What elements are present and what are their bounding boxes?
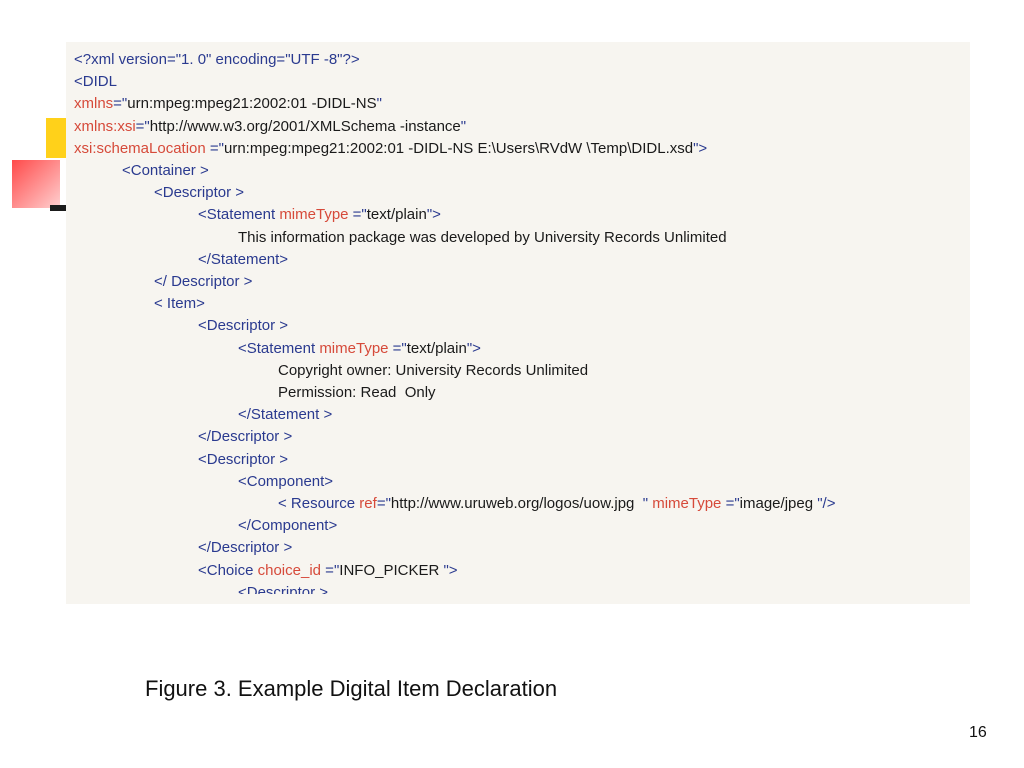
code-token-tag: <Descriptor > [198,450,289,468]
code-token-val: INFO_PICKER [339,561,440,579]
code-line: <Choice choice_id ="INFO_PICKER "> [198,561,458,581]
code-token-tag: "> [426,206,441,224]
decorative-dark-rule [50,205,72,211]
code-token-text: Copyright owner: University Records Unli… [278,361,589,379]
code-token-val: text/plain [366,206,427,224]
code-token-tag: <Descriptor > [198,317,289,335]
code-line: < Resource ref="http://www.uruweb.org/lo… [278,494,835,514]
code-line: <Descriptor > [198,316,288,336]
code-token-tag: " [460,117,467,135]
code-line: </Component> [238,516,337,536]
code-token-val: urn:mpeg:mpeg21:2002:01 -DIDL-NS E:\User… [224,139,694,157]
code-line: This information package was developed b… [238,228,727,248]
code-token-attr: xmlns:xsi [74,117,136,135]
code-line: <Component> [238,472,333,492]
code-token-tag: =" [205,139,224,157]
code-token-tag: =" [135,117,150,135]
code-line: xmlns:xsi="http://www.w3.org/2001/XMLSch… [74,117,466,137]
code-token-tag: </Descriptor > [198,428,293,446]
code-line: xsi:schemaLocation ="urn:mpeg:mpeg21:200… [74,139,707,159]
code-line: <Statement mimeType ="text/plain"> [198,205,441,225]
code-line: </ Descriptor > [154,272,252,292]
code-token-tag: <?xml version="1. 0" encoding="UTF -8"?> [74,51,360,68]
code-token-tag: </ Descriptor > [154,273,253,290]
code-line: </Descriptor > [198,538,292,558]
code-line: <?xml version="1. 0" encoding="UTF -8"?> [74,50,360,70]
code-token-tag: "/> [813,495,836,512]
code-token-tag: </Statement> [198,250,289,268]
code-token-tag: "> [693,139,708,157]
code-panel-bottom-crop [66,594,970,604]
code-token-tag: </Component> [238,517,338,535]
code-token-tag: " [634,495,653,512]
code-token-tag: < Item> [154,295,205,313]
code-line: <Descriptor > [198,450,288,470]
page-number: 16 [969,724,987,741]
code-line: </Statement> [198,250,288,270]
code-line: Copyright owner: University Records Unli… [278,361,588,381]
code-token-tag: =" [721,495,740,512]
code-token-attr: mimeType [652,495,722,512]
code-token-tag: <Choice [198,561,258,579]
code-token-tag: =" [348,206,367,224]
code-line: </Statement > [238,405,332,425]
code-token-tag: "> [439,561,458,579]
code-line: <Container > [122,161,209,181]
code-line: </Descriptor > [198,427,292,447]
code-token-val: http://www.uruweb.org/logos/uow.jpg [390,495,635,512]
code-token-val: urn:mpeg:mpeg21:2002:01 -DIDL-NS [127,95,377,113]
code-token-tag: =" [113,95,128,113]
code-token-text: This information package was developed b… [238,228,727,246]
code-line: <Descriptor > [154,183,244,203]
code-token-attr: mimeType [279,206,349,224]
code-token-attr: mimeType [319,339,389,357]
code-line: xmlns="urn:mpeg:mpeg21:2002:01 -DIDL-NS" [74,94,382,114]
code-token-attr: choice_id [257,561,322,579]
code-line: Permission: Read Only [278,383,436,403]
code-token-tag: " [376,95,382,113]
code-token-tag: </Statement > [238,406,333,424]
code-token-tag: < Resource [278,495,360,512]
code-line: < Item> [154,294,205,314]
code-token-attr: xmlns [74,95,114,113]
xml-code-figure: <?xml version="1. 0" encoding="UTF -8"?>… [66,42,970,604]
code-token-tag: </Descriptor > [198,539,293,557]
code-token-tag: "> [466,339,481,357]
figure-caption: Figure 3. Example Digital Item Declarati… [145,676,558,701]
code-token-tag: <Component> [238,472,334,490]
code-token-tag: <Descriptor > [154,184,245,202]
code-token-attr: ref [359,495,377,512]
code-token-tag: =" [388,339,407,357]
code-token-tag: =" [321,561,340,579]
code-token-val: image/jpeg [739,495,814,512]
code-line: <Statement mimeType ="text/plain"> [238,339,481,359]
code-token-attr: xsi:schemaLocation [74,139,206,157]
code-token-text: Permission: Read Only [278,384,436,401]
code-token-tag: <Statement [238,339,320,357]
code-token-tag: =" [376,495,391,512]
code-token-val: http://www.w3.org/2001/XMLSchema -instan… [149,117,461,135]
code-line: <DIDL [74,72,117,92]
code-token-tag: <Container > [122,162,209,179]
decorative-red-square [12,160,60,208]
code-token-val: text/plain [406,339,467,357]
code-token-tag: <Statement [198,206,280,224]
code-token-tag: <DIDL [74,73,117,91]
